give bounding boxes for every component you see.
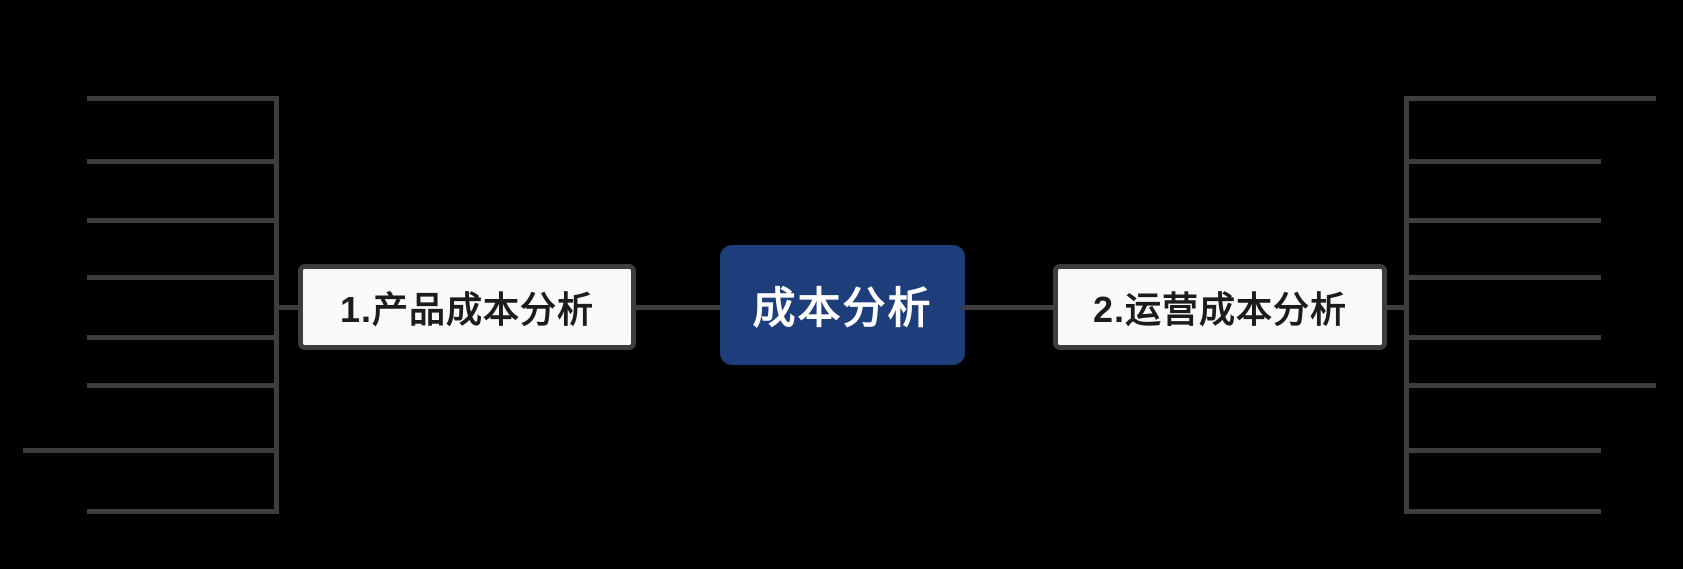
branch-node-product-cost-label: 1.产品成本分析	[339, 289, 595, 330]
right-subbranch-line-4	[1404, 275, 1601, 280]
right-trunk-line	[1404, 96, 1409, 514]
left-subbranch-line-4	[87, 275, 277, 280]
right-subbranch-line-6	[1404, 383, 1656, 388]
right-node-to-trunk-connector	[1385, 305, 1409, 310]
left-subbranch-line-8	[87, 509, 277, 514]
branch-node-product-cost[interactable]: 1.产品成本分析	[298, 264, 636, 350]
left-node-to-root-connector	[634, 305, 724, 310]
left-subbranch-line-2	[87, 159, 277, 164]
left-subbranch-line-7	[23, 448, 277, 453]
branch-node-operation-cost-label: 2.运营成本分析	[1092, 289, 1348, 330]
right-subbranch-line-3	[1404, 218, 1601, 223]
left-subbranch-line-5	[87, 335, 277, 340]
right-subbranch-line-1	[1404, 96, 1656, 101]
branch-node-operation-cost[interactable]: 2.运营成本分析	[1053, 264, 1387, 350]
root-node-cost-analysis[interactable]: 成本分析	[720, 245, 965, 365]
right-subbranch-line-5	[1404, 335, 1601, 340]
root-node-label: 成本分析	[752, 285, 933, 333]
left-trunk-to-node-connector	[274, 305, 304, 310]
left-subbranch-line-6	[87, 383, 277, 388]
right-subbranch-line-7	[1404, 448, 1601, 453]
left-subbranch-line-3	[87, 218, 277, 223]
right-subbranch-line-2	[1404, 159, 1601, 164]
left-subbranch-line-1	[87, 96, 277, 101]
right-subbranch-line-8	[1404, 509, 1601, 514]
root-to-right-node-connector	[962, 305, 1058, 310]
